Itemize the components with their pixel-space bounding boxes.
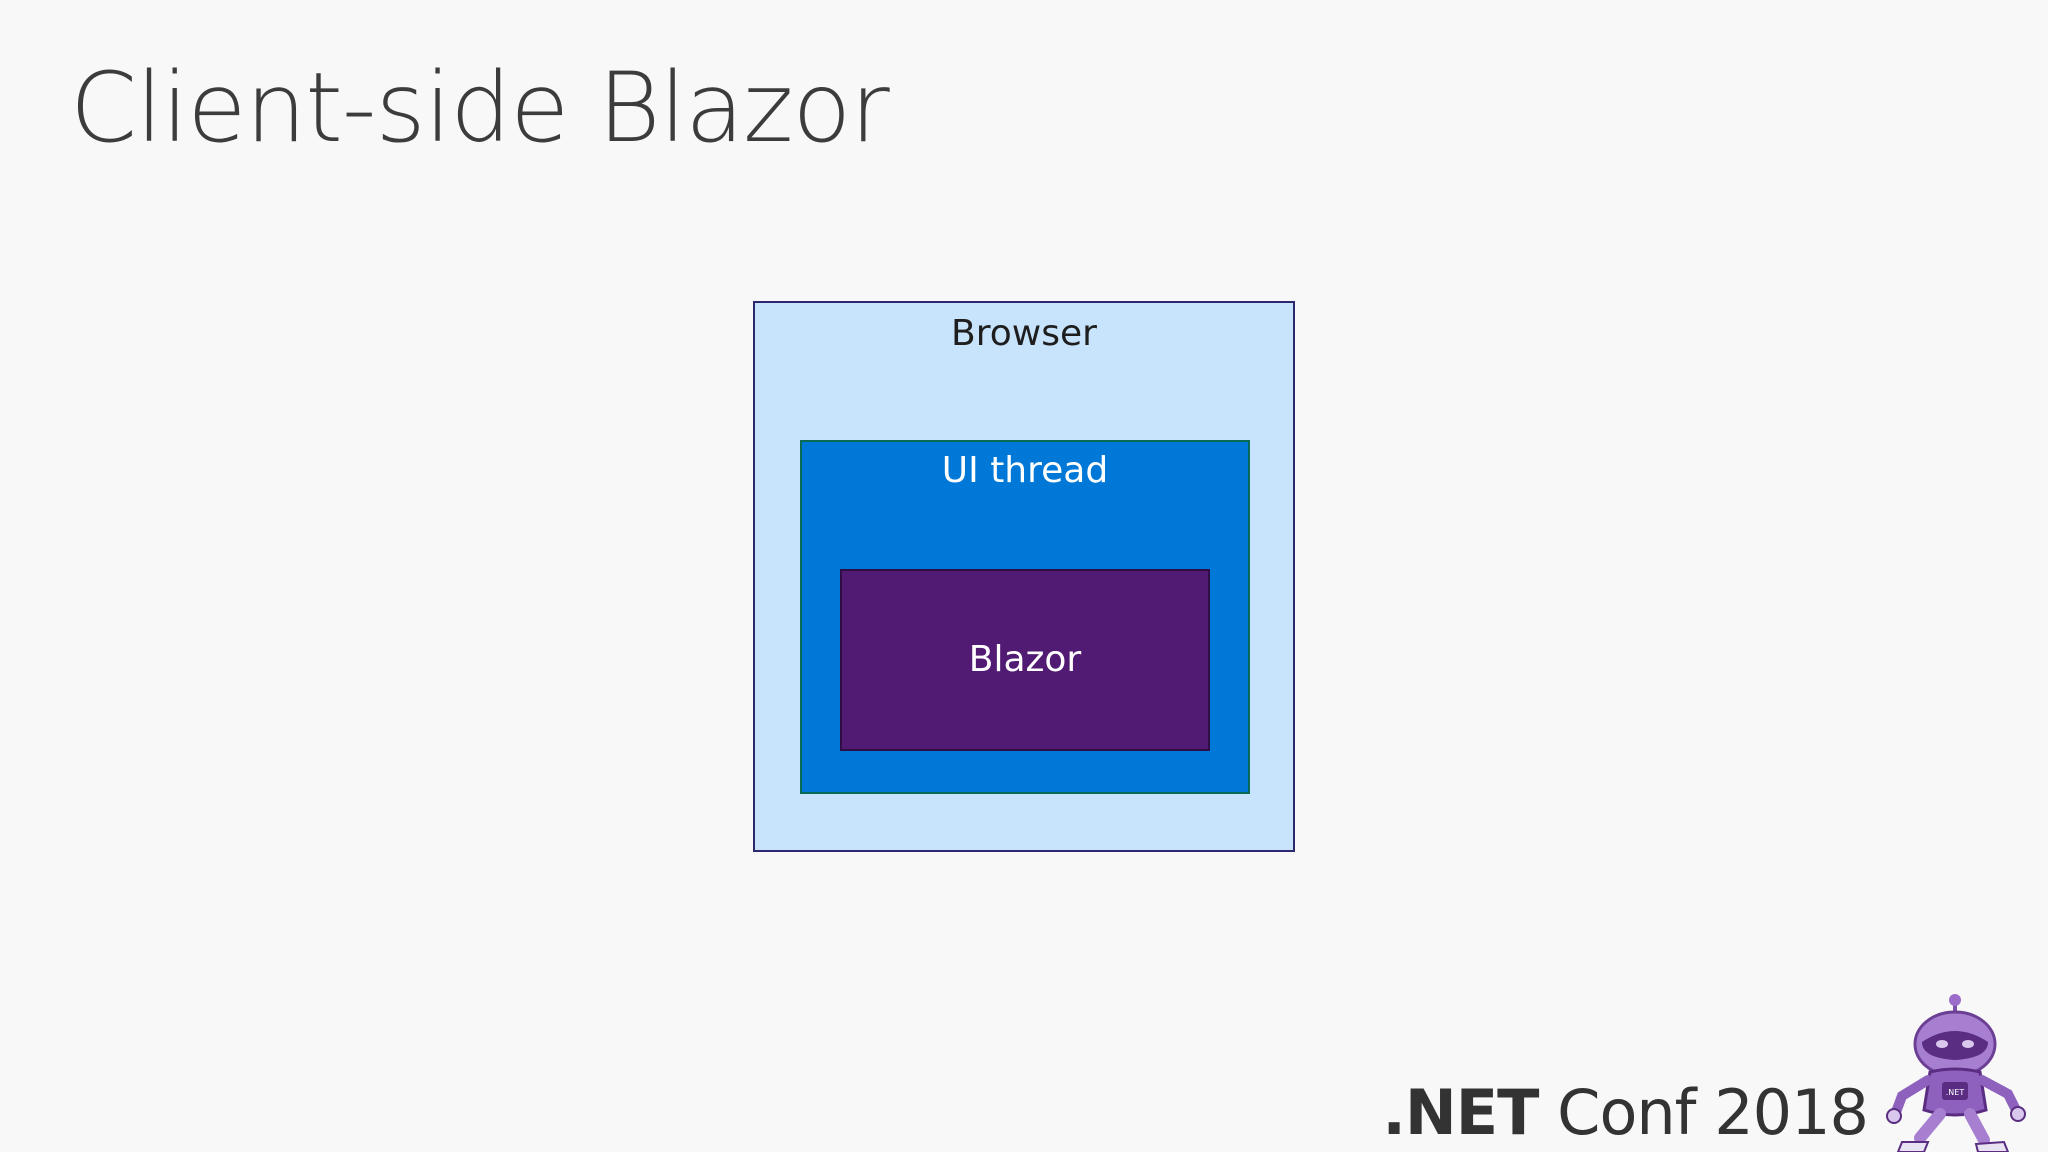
net-conf-wordmark-net: .NET [1382, 1075, 1539, 1149]
browser-label: Browser [951, 313, 1097, 354]
ui-thread-label: UI thread [941, 450, 1109, 491]
blazor-box: Blazor [840, 569, 1210, 751]
net-conf-wordmark-rest: Conf 2018 [1538, 1075, 1869, 1149]
net-conf-logo: .NET Conf 2018 .NET [1382, 992, 2030, 1152]
slide-title: Client-side Blazor [70, 52, 890, 164]
robot-mascot-icon: .NET [1886, 994, 2026, 1152]
net-conf-wordmark: .NET Conf 2018 [1382, 1075, 1869, 1150]
mascot-badge: .NET [1946, 1088, 1965, 1097]
blazor-label: Blazor [968, 639, 1082, 680]
